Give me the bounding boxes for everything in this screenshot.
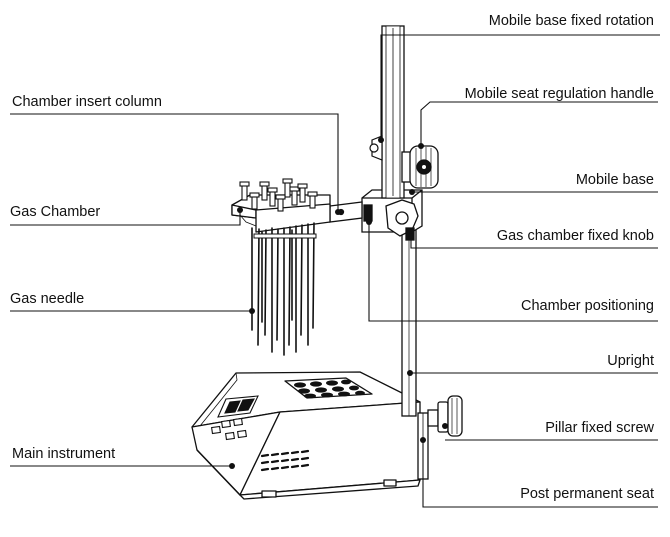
rail-rotation-knob [369,135,383,161]
label-post-permanent-seat: Post permanent seat [520,486,654,502]
label-mobile-base: Mobile base [576,172,654,188]
mobile-seat-regulation-handle [401,145,439,189]
vent-slots [260,449,310,472]
heating-block-wells [294,379,365,399]
gas-chamber-fixed-knob [385,199,419,241]
label-gas-chamber: Gas Chamber [10,204,100,220]
label-pillar-fixed-screw: Pillar fixed screw [545,420,654,436]
label-mobile-base-fixed-rotation: Mobile base fixed rotation [489,13,654,29]
label-mobile-seat-regulation-handle: Mobile seat regulation handle [465,86,654,102]
leader-chamber-positioning [368,222,658,322]
upright-pillar [401,219,417,417]
label-chamber-insert-column: Chamber insert column [12,94,162,110]
label-main-instrument: Main instrument [12,446,115,462]
leader-dots [229,137,448,469]
leader-mobile-base-fixed-rotation [380,34,660,140]
labels: Mobile base fixed rotation Mobile seat r… [10,13,655,502]
label-gas-chamber-fixed-knob: Gas chamber fixed knob [497,228,654,244]
chamber-insert-arm [329,201,363,223]
leader-chamber-insert-column [10,113,339,212]
leader-gas-chamber [10,210,241,226]
gas-needle-ring [253,233,317,239]
leader-lines [10,34,660,508]
gas-chamber-nozzles [239,178,318,212]
label-chamber-positioning: Chamber positioning [521,298,654,314]
leader-mobile-seat-regulation-handle [420,101,658,146]
label-upright: Upright [607,353,654,369]
pillar-fixed-screw [427,395,463,437]
leader-post-permanent-seat [422,440,658,508]
vertical-rail [381,25,405,199]
label-gas-needle: Gas needle [10,291,84,307]
control-panel [211,395,259,441]
leader-gas-chamber-fixed-knob [410,236,658,249]
gas-needles [251,222,315,356]
